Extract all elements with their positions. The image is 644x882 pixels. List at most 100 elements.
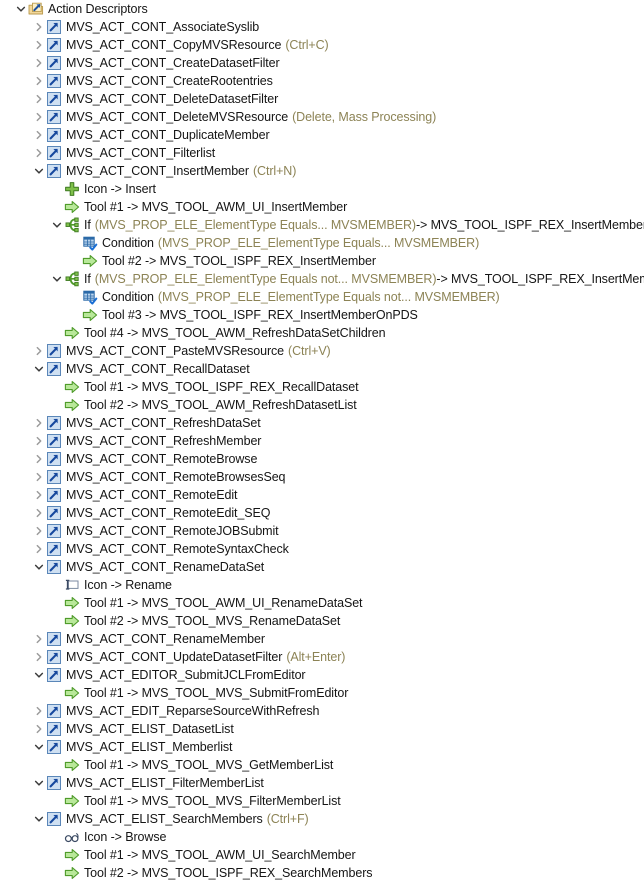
tree-row[interactable]: MVS_ACT_CONT_DeleteDatasetFilter — [0, 90, 644, 108]
tree-indent-spacer — [0, 486, 32, 504]
tree-row[interactable]: Action Descriptors — [0, 0, 644, 18]
tree-row[interactable]: Tool #3 -> MVS_TOOL_ISPF_REX_InsertMembe… — [0, 306, 644, 324]
chevron-right-icon[interactable] — [32, 648, 46, 666]
tree-row[interactable]: MVS_ACT_ELIST_DatasetList — [0, 720, 644, 738]
tree-row-label: MVS_ACT_ELIST_FilterMemberList — [66, 776, 264, 790]
tree-row-label: MVS_ACT_CONT_CreateDatasetFilter — [66, 56, 280, 70]
chevron-right-icon[interactable] — [32, 504, 46, 522]
chevron-right-icon[interactable] — [32, 36, 46, 54]
tree-row[interactable]: MVS_ACT_CONT_PasteMVSResource(Ctrl+V) — [0, 342, 644, 360]
chevron-right-icon[interactable] — [32, 450, 46, 468]
chevron-down-icon[interactable] — [14, 0, 28, 18]
tree-row[interactable]: MVS_ACT_CONT_RemoteBrowsesSeq — [0, 468, 644, 486]
tree-row[interactable]: MVS_ACT_CONT_RemoteSyntaxCheck — [0, 540, 644, 558]
chevron-down-icon[interactable] — [32, 558, 46, 576]
chevron-down-icon[interactable] — [32, 666, 46, 684]
tree-indent-spacer — [0, 612, 50, 630]
tree-row[interactable]: Tool #1 -> MVS_TOOL_MVS_SubmitFromEditor — [0, 684, 644, 702]
tree-row[interactable]: MVS_ACT_CONT_RemoteEdit_SEQ — [0, 504, 644, 522]
chevron-down-icon[interactable] — [32, 162, 46, 180]
chevron-down-icon[interactable] — [50, 270, 64, 288]
chevron-right-icon[interactable] — [32, 90, 46, 108]
chevron-right-icon[interactable] — [32, 432, 46, 450]
tree-row[interactable]: MVS_ACT_CONT_UpdateDatasetFilter(Alt+Ent… — [0, 648, 644, 666]
tree-row[interactable]: MVS_ACT_CONT_RemoteJOBSubmit — [0, 522, 644, 540]
tree-indent-spacer — [0, 126, 32, 144]
tree-row-label: Tool #1 -> MVS_TOOL_ISPF_REX_RecallDatas… — [84, 380, 359, 394]
tree-row[interactable]: MVS_ACT_EDITOR_SubmitJCLFromEditor — [0, 666, 644, 684]
chevron-right-icon[interactable] — [32, 522, 46, 540]
tree-row[interactable]: If(MVS_PROP_ELE_ElementType Equals not..… — [0, 270, 644, 288]
tree-row[interactable]: Icon -> Browse — [0, 828, 644, 846]
chevron-right-icon[interactable] — [32, 720, 46, 738]
chevron-right-icon[interactable] — [32, 108, 46, 126]
tool-arrow-icon — [64, 199, 80, 215]
action-icon — [46, 91, 62, 107]
tree-row[interactable]: Icon -> Insert — [0, 180, 644, 198]
tree-row[interactable]: MVS_ACT_EDIT_ReparseSourceWithRefresh — [0, 702, 644, 720]
tree-indent-spacer — [0, 666, 32, 684]
chevron-right-icon[interactable] — [32, 702, 46, 720]
tree-row[interactable]: MVS_ACT_ELIST_Memberlist — [0, 738, 644, 756]
tree-row[interactable]: MVS_ACT_CONT_RenameDataSet — [0, 558, 644, 576]
tree-row[interactable]: Tool #4 -> MVS_TOOL_AWM_RefreshDataSetCh… — [0, 324, 644, 342]
tree-row[interactable]: MVS_ACT_CONT_RemoteEdit — [0, 486, 644, 504]
chevron-right-icon[interactable] — [32, 18, 46, 36]
tree-row[interactable]: Icon -> Rename — [0, 576, 644, 594]
tree-row[interactable]: MVS_ACT_CONT_AssociateSyslib — [0, 18, 644, 36]
tree-row[interactable]: Tool #2 -> MVS_TOOL_ISPF_REX_InsertMembe… — [0, 252, 644, 270]
tree-row[interactable]: MVS_ACT_CONT_CreateDatasetFilter — [0, 54, 644, 72]
tree-row[interactable]: MVS_ACT_CONT_RefreshDataSet — [0, 414, 644, 432]
tree-row[interactable]: Tool #1 -> MVS_TOOL_AWM_UI_InsertMember — [0, 198, 644, 216]
tree-row[interactable]: Tool #1 -> MVS_TOOL_MVS_FilterMemberList — [0, 792, 644, 810]
chevron-right-icon[interactable] — [32, 342, 46, 360]
tree-row[interactable]: Tool #2 -> MVS_TOOL_MVS_RenameDataSet — [0, 612, 644, 630]
tree-row[interactable]: Tool #1 -> MVS_TOOL_AWM_UI_SearchMember — [0, 846, 644, 864]
tree-row[interactable]: MVS_ACT_CONT_RecallDataset — [0, 360, 644, 378]
tree-row[interactable]: MVS_ACT_CONT_RenameMember — [0, 630, 644, 648]
chevron-right-icon[interactable] — [32, 414, 46, 432]
chevron-down-icon[interactable] — [32, 810, 46, 828]
chevron-right-icon[interactable] — [32, 486, 46, 504]
tree-row[interactable]: MVS_ACT_CONT_CopyMVSResource(Ctrl+C) — [0, 36, 644, 54]
tree-row[interactable]: MVS_ACT_CONT_DuplicateMember — [0, 126, 644, 144]
chevron-down-icon[interactable] — [32, 774, 46, 792]
tree-row[interactable]: Condition(MVS_PROP_ELE_ElementType Equal… — [0, 288, 644, 306]
tree-row[interactable]: Tool #1 -> MVS_TOOL_AWM_UI_RenameDataSet — [0, 594, 644, 612]
chevron-right-icon[interactable] — [32, 144, 46, 162]
chevron-right-icon[interactable] — [32, 54, 46, 72]
tree-row-label: Tool #1 -> MVS_TOOL_AWM_UI_SearchMember — [84, 848, 356, 862]
tree-row[interactable]: MVS_ACT_CONT_RefreshMember — [0, 432, 644, 450]
chevron-down-icon[interactable] — [32, 360, 46, 378]
tree-row[interactable]: MVS_ACT_ELIST_SearchMembers(Ctrl+F) — [0, 810, 644, 828]
tree-row[interactable]: MVS_ACT_CONT_InsertMember(Ctrl+N) — [0, 162, 644, 180]
chevron-right-icon[interactable] — [32, 630, 46, 648]
tree-row[interactable]: MVS_ACT_CONT_DeleteMVSResource(Delete, M… — [0, 108, 644, 126]
tree-indent-spacer — [0, 234, 68, 252]
tree-row[interactable]: Tool #2 -> MVS_TOOL_ISPF_REX_SearchMembe… — [0, 864, 644, 882]
condition-icon — [82, 235, 98, 251]
tree-row[interactable]: MVS_ACT_CONT_CreateRootentries — [0, 72, 644, 90]
chevron-right-icon[interactable] — [32, 540, 46, 558]
tree-row[interactable]: MVS_ACT_CONT_RemoteBrowse — [0, 450, 644, 468]
tree-row[interactable]: Tool #2 -> MVS_TOOL_AWM_RefreshDatasetLi… — [0, 396, 644, 414]
chevron-right-icon[interactable] — [32, 72, 46, 90]
tree-twisty-placeholder — [50, 864, 64, 882]
tree-row[interactable]: Tool #1 -> MVS_TOOL_MVS_GetMemberList — [0, 756, 644, 774]
tree-row-secondary-label: (Ctrl+N) — [252, 164, 297, 178]
action-icon — [46, 127, 62, 143]
tree-row[interactable]: MVS_ACT_ELIST_FilterMemberList — [0, 774, 644, 792]
tree-row[interactable]: MVS_ACT_CONT_Filterlist — [0, 144, 644, 162]
tree-twisty-placeholder — [50, 198, 64, 216]
tree-row[interactable]: Condition(MVS_PROP_ELE_ElementType Equal… — [0, 234, 644, 252]
chevron-down-icon[interactable] — [50, 216, 64, 234]
chevron-right-icon[interactable] — [32, 126, 46, 144]
chevron-down-icon[interactable] — [32, 738, 46, 756]
tree-row-label: MVS_ACT_CONT_CopyMVSResource — [66, 38, 282, 52]
tree-row[interactable]: If(MVS_PROP_ELE_ElementType Equals... MV… — [0, 216, 644, 234]
tree-row-label: MVS_ACT_CONT_DeleteMVSResource — [66, 110, 289, 124]
chevron-right-icon[interactable] — [32, 468, 46, 486]
tree-row[interactable]: Tool #1 -> MVS_TOOL_ISPF_REX_RecallDatas… — [0, 378, 644, 396]
tree-indent-spacer — [0, 576, 50, 594]
